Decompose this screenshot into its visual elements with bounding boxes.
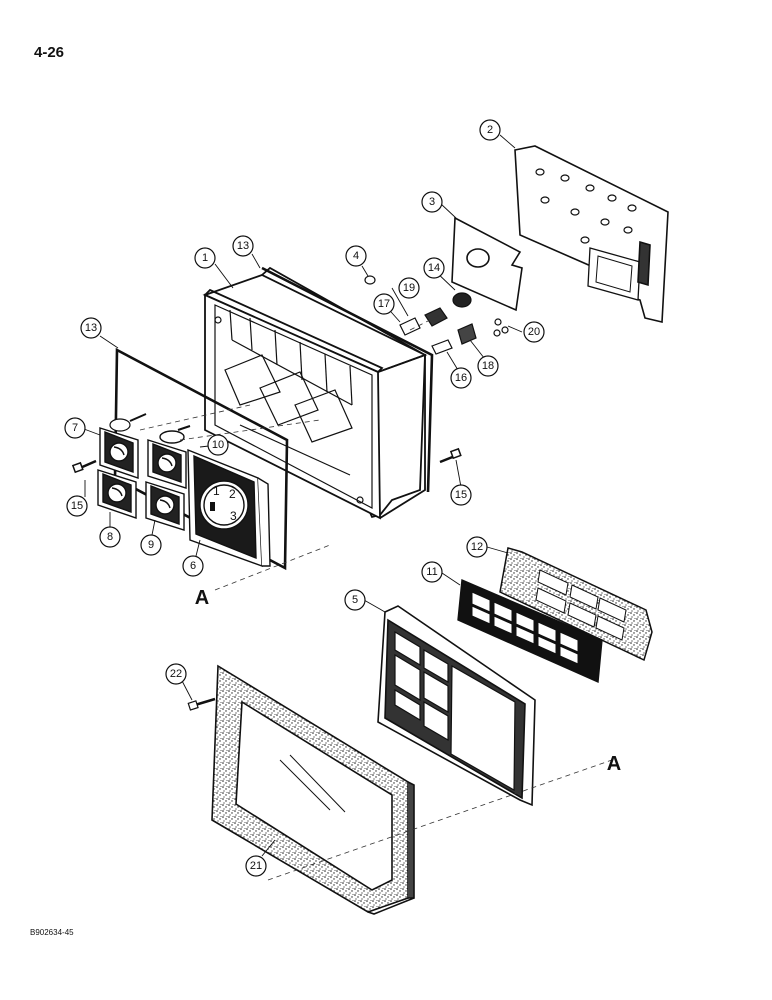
svg-text:17: 17: [378, 298, 390, 310]
leader-lines: [83, 134, 523, 857]
document-id: B902634-45: [30, 928, 74, 937]
callout-18: 18: [477, 355, 499, 377]
callout-21: 21: [245, 855, 267, 877]
svg-text:15: 15: [71, 500, 83, 512]
svg-text:9: 9: [148, 539, 154, 551]
alignment-lines: [139, 314, 613, 881]
svg-text:4: 4: [353, 250, 359, 262]
callout-13b: 13: [80, 317, 102, 339]
gauge-number-2: 2: [229, 487, 236, 501]
callout-17: 17: [373, 293, 395, 315]
rear-mounting-plate: [514, 145, 669, 323]
svg-text:21: 21: [250, 860, 262, 872]
instrument-bezel: [377, 605, 536, 807]
frame-screw: [187, 697, 216, 711]
callout-6: 6: [182, 555, 204, 577]
callout-15b: 15: [450, 484, 472, 506]
callout-3: 3: [421, 191, 443, 213]
gauge-number-3: 3: [230, 509, 237, 523]
svg-text:12: 12: [471, 541, 483, 553]
callout-12: 12: [466, 536, 488, 558]
gauge-number-1: 1: [213, 484, 220, 498]
callout-20: 20: [523, 321, 545, 343]
gasket-plate: [451, 216, 523, 312]
callout-16: 16: [450, 367, 472, 389]
front-glass-frame: [211, 664, 415, 915]
svg-text:11: 11: [426, 566, 437, 578]
svg-text:16: 16: [455, 372, 467, 384]
callout-14: 14: [423, 257, 445, 279]
gauge-cluster: 1 2 3: [97, 413, 271, 568]
svg-text:19: 19: [403, 282, 415, 294]
svg-text:3: 3: [429, 196, 435, 208]
tachometer-6: 1 2 3: [187, 448, 271, 568]
callout-15a: 15: [66, 495, 88, 517]
view-ref-a-left: A: [195, 587, 209, 609]
svg-text:13: 13: [85, 322, 97, 334]
svg-text:14: 14: [428, 262, 440, 274]
instrument-housing: [202, 266, 428, 520]
svg-text:20: 20: [528, 326, 540, 338]
svg-text:10: 10: [212, 439, 224, 451]
svg-text:8: 8: [107, 531, 113, 543]
small-gauge-9: [145, 481, 185, 531]
callout-7: 7: [64, 417, 86, 439]
callout-10: 10: [207, 434, 229, 456]
svg-text:7: 7: [72, 422, 78, 434]
view-ref-a-right: A: [607, 753, 621, 775]
svg-text:18: 18: [482, 360, 494, 372]
svg-text:6: 6: [190, 560, 196, 572]
speckled-panel-cover: [499, 547, 653, 662]
callout-labels: 1 2 3 4 5 6 7 8 9 10 11 12 13 13 14 15 1…: [64, 119, 545, 877]
small-gauge-10: [147, 430, 187, 489]
svg-text:2: 2: [487, 124, 493, 136]
svg-text:1: 1: [202, 252, 208, 264]
callout-11: 11: [421, 561, 443, 583]
callout-19: 19: [398, 277, 420, 299]
small-gauge-7: [99, 427, 139, 479]
svg-text:5: 5: [352, 594, 358, 606]
callout-2: 2: [479, 119, 501, 141]
svg-text:22: 22: [170, 668, 182, 680]
svg-text:13: 13: [237, 240, 249, 252]
svg-text:15: 15: [455, 489, 467, 501]
indicator-light-strip: [457, 578, 603, 684]
callout-13a: 13: [232, 235, 254, 257]
callout-9: 9: [140, 534, 162, 556]
callout-22: 22: [165, 663, 187, 685]
callout-5: 5: [344, 589, 366, 611]
mounting-screws: [71, 447, 462, 474]
page-number: 4-26: [34, 44, 65, 61]
small-gauge-8: [97, 469, 137, 519]
gauge-mounting-hardware: [109, 413, 191, 432]
callout-4: 4: [345, 245, 367, 267]
callout-8: 8: [99, 526, 121, 548]
callout-1: 1: [194, 247, 216, 269]
